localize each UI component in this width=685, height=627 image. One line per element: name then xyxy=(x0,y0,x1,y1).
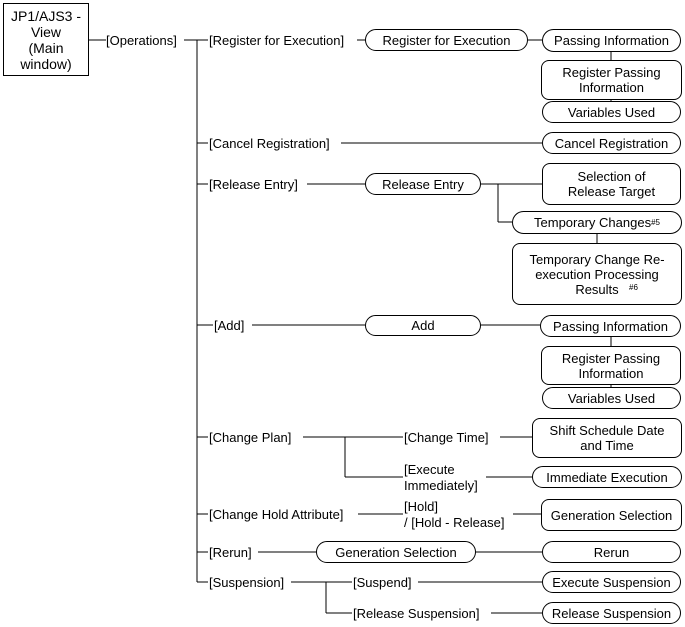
dialog-add[interactable]: Add xyxy=(365,315,481,336)
dialog-release-entry[interactable]: Release Entry xyxy=(365,173,481,195)
menu-register-for-execution[interactable]: [Register for Execution] xyxy=(209,33,345,48)
menu-suspension[interactable]: [Suspension] xyxy=(209,575,285,590)
result-add-register-passing-information: Register Passing Information xyxy=(541,346,681,385)
submenu-change-time[interactable]: [Change Time] xyxy=(404,430,489,445)
result-selection-of-release-target: Selection of Release Target xyxy=(542,163,681,205)
result-shift-schedule: Shift Schedule Date and Time xyxy=(532,418,682,458)
result-hold-generation-selection: Generation Selection xyxy=(541,499,682,531)
menu-change-hold-attribute[interactable]: [Change Hold Attribute] xyxy=(209,507,344,522)
result-immediate-execution: Immediate Execution xyxy=(532,466,682,488)
submenu-execute-immediately[interactable]: [Execute Immediately] xyxy=(404,462,478,494)
result-register-passing-information: Register Passing Information xyxy=(541,60,682,100)
menu-change-plan[interactable]: [Change Plan] xyxy=(209,430,292,445)
menu-operations[interactable]: [Operations] xyxy=(106,33,177,48)
menu-add[interactable]: [Add] xyxy=(214,318,245,333)
menu-cancel-registration[interactable]: [Cancel Registration] xyxy=(209,136,330,151)
result-cancel-registration: Cancel Registration xyxy=(542,132,681,154)
submenu-suspend[interactable]: [Suspend] xyxy=(353,575,412,590)
temporary-change-reexecution-note: #6 xyxy=(629,283,638,292)
submenu-release-suspension[interactable]: [Release Suspension] xyxy=(353,606,480,621)
menu-release-entry[interactable]: [Release Entry] xyxy=(209,177,298,192)
result-passing-information: Passing Information xyxy=(542,29,681,52)
result-release-suspension: Release Suspension xyxy=(542,602,681,624)
temporary-changes-label: Temporary Changes xyxy=(534,215,652,230)
dialog-register-for-execution[interactable]: Register for Execution xyxy=(365,29,528,51)
menu-rerun[interactable]: [Rerun] xyxy=(209,545,252,560)
result-add-variables-used: Variables Used xyxy=(542,387,681,409)
result-add-passing-information: Passing Information xyxy=(540,315,681,337)
result-temporary-changes: Temporary Changes#5 xyxy=(512,211,682,234)
result-variables-used: Variables Used xyxy=(542,101,681,123)
submenu-hold-release[interactable]: [Hold] / [Hold - Release] xyxy=(404,499,505,531)
dialog-generation-selection[interactable]: Generation Selection xyxy=(316,541,476,563)
result-rerun: Rerun xyxy=(542,541,681,563)
result-temporary-change-reexecution: Temporary Change Re- execution Processin… xyxy=(512,243,682,305)
result-execute-suspension: Execute Suspension xyxy=(542,571,681,593)
temporary-change-reexecution-label: Temporary Change Re- execution Processin… xyxy=(529,251,665,297)
main-window-box: JP1/AJS3 - View (Main window) xyxy=(3,3,89,76)
